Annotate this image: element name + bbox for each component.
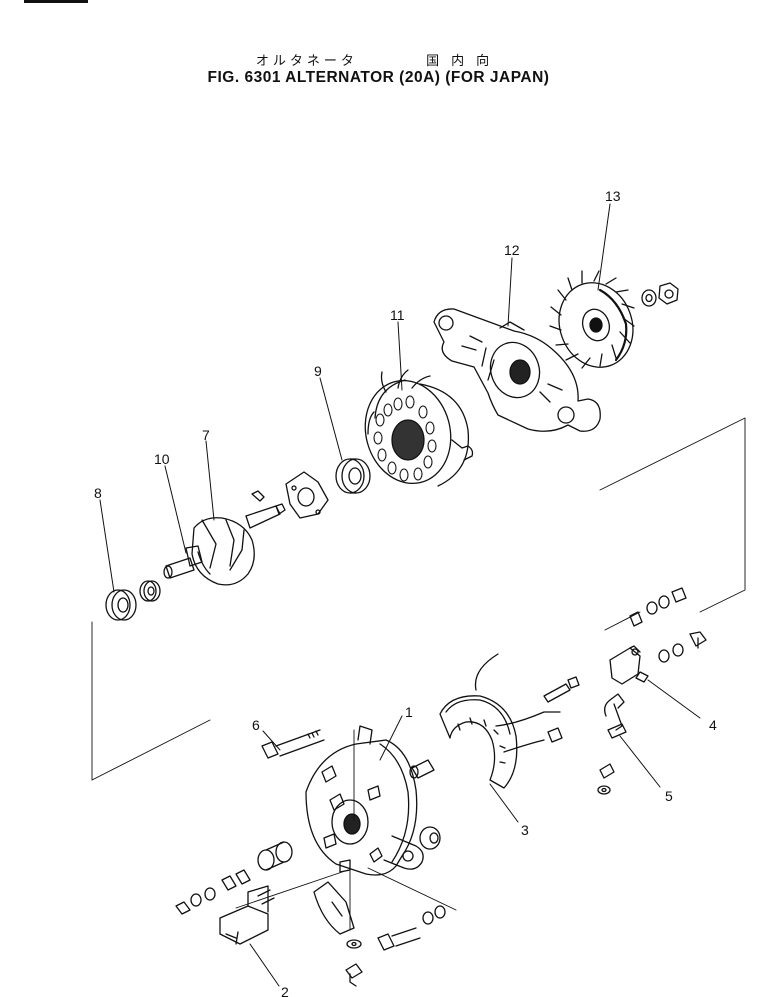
callout-4: 4 [709,717,717,733]
assembly-lines [91,417,746,931]
callout-1: 1 [405,704,413,720]
callout-5: 5 [665,788,673,804]
sleeve [409,759,435,779]
terminal-bracket-part [609,631,707,685]
front-bearing-part [105,589,137,621]
shield-plate [313,881,355,935]
callout-8: 8 [94,485,102,501]
figure-title: FIG. 6301 ALTERNATOR (20A) (FOR JAPAN) [207,69,550,86]
callout-9: 9 [314,363,322,379]
terminal-lead-part [597,693,627,795]
callout-12: 12 [504,242,520,258]
callout-10: 10 [154,451,170,467]
leader-lines [99,203,701,987]
title-japanese-right: 国内向 [426,54,502,69]
callout-3: 3 [521,822,529,838]
rear-bearing-part [335,458,371,494]
figure-title-japanese: オルタネータ 国内向 [0,50,757,69]
bushing [419,826,441,850]
through-bolt-part [261,729,325,759]
callout-2: 2 [281,984,289,997]
stator-part [364,369,474,487]
spacer-washer [139,580,161,602]
cooling-fan-part [549,270,679,369]
title-japanese-left: オルタネータ [255,54,358,69]
header-rule [24,0,88,3]
callout-11: 11 [390,307,405,323]
stator-cover-part [439,653,580,789]
front-bracket-part [305,725,424,876]
callout-6: 6 [252,717,260,733]
rotor-part [163,503,286,586]
lower-screw [345,939,363,987]
callout-labels: 1 2 3 4 5 6 7 8 9 10 11 12 13 [94,188,717,997]
seal-plate [285,471,329,519]
terminal-screws [629,587,687,627]
brush-holder-part [219,885,275,945]
callout-13: 13 [605,188,621,204]
mounting-bolt [377,905,446,951]
callout-7: 7 [202,427,210,443]
rear-bracket-part [433,308,601,432]
brush-holder-hardware [175,841,293,915]
key-pin [251,490,265,502]
